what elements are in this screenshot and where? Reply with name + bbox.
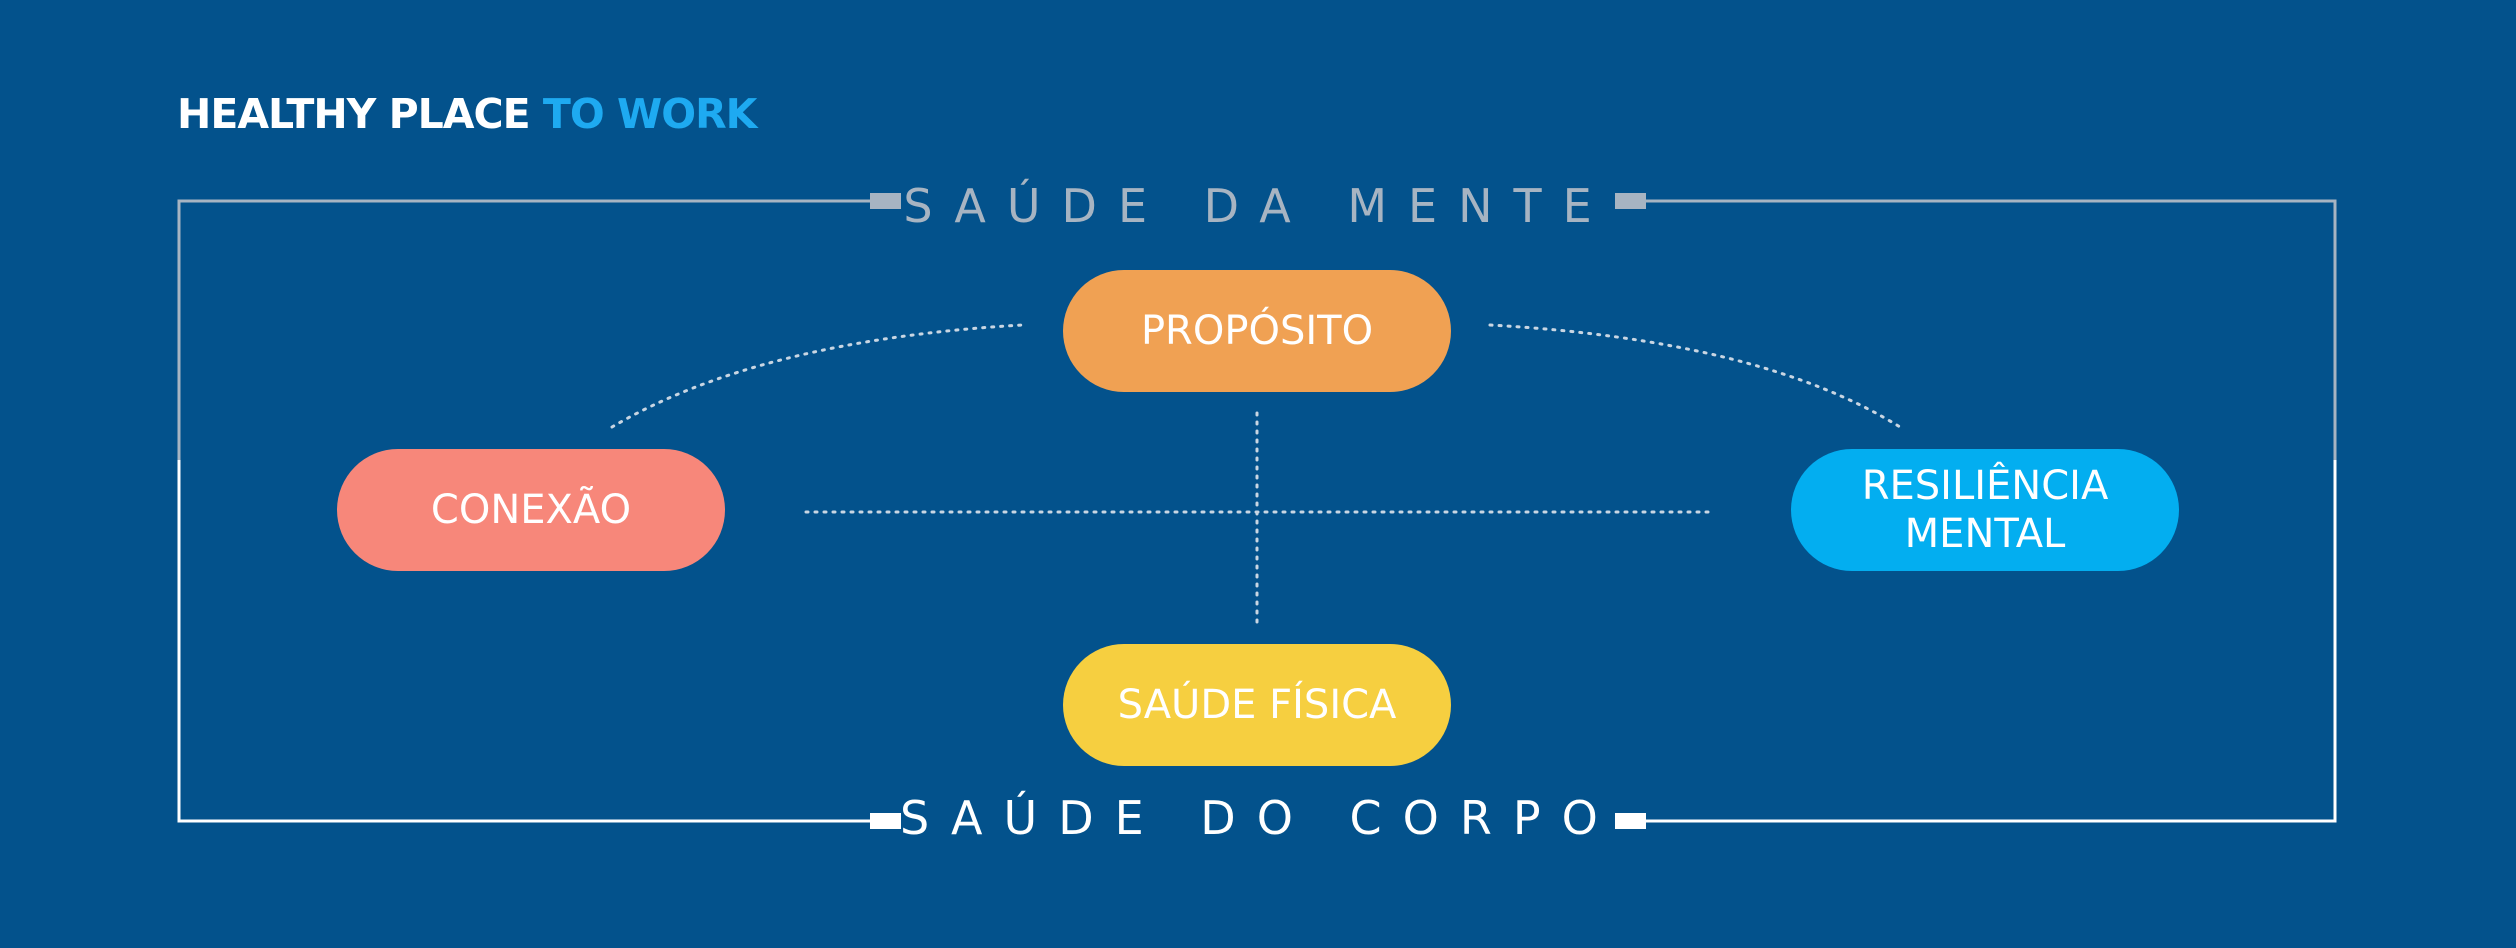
frame-bottom-right-marker xyxy=(1615,813,1646,829)
pillar-saude-fisica-label: SAÚDE FÍSICA xyxy=(1117,682,1397,728)
title-part-to-work: TO WORK xyxy=(542,90,758,138)
frame-top-left-line xyxy=(177,199,870,460)
frame-bottom xyxy=(177,460,2337,823)
frame-top-right-line xyxy=(1646,199,2337,460)
frame-top xyxy=(177,199,2337,460)
pillar-resiliencia-mental: RESILIÊNCIA MENTAL xyxy=(1791,449,2179,571)
pillar-proposito: PROPÓSITO xyxy=(1063,270,1451,392)
pillar-conexao-label: CONEXÃO xyxy=(430,487,632,533)
frame-top-right-marker xyxy=(1615,193,1646,209)
title-part-healthy-place: HEALTHY PLACE xyxy=(177,90,543,138)
label-saude-do-corpo: SAÚDE DO CORPO xyxy=(900,791,1619,845)
frame-bottom-left-line xyxy=(177,460,870,823)
frame-bottom-right-line xyxy=(1646,460,2337,823)
label-saude-da-mente: SAÚDE DA MENTE xyxy=(903,179,1613,233)
pillar-conexao: CONEXÃO xyxy=(337,449,725,571)
frame-bottom-left-marker xyxy=(870,813,901,829)
pillar-resiliencia-label-line1: RESILIÊNCIA xyxy=(1861,463,2109,509)
frame-top-left-marker xyxy=(870,193,901,209)
page-title: HEALTHY PLACE TO WORK xyxy=(177,86,758,142)
pillar-saude-fisica: SAÚDE FÍSICA xyxy=(1063,644,1451,766)
pillar-resiliencia-label-line2: MENTAL xyxy=(1904,511,2066,557)
connector-proposito-resiliencia xyxy=(1488,323,1902,429)
pillar-proposito-label: PROPÓSITO xyxy=(1140,308,1374,354)
connector-conexao-proposito xyxy=(610,323,1024,429)
